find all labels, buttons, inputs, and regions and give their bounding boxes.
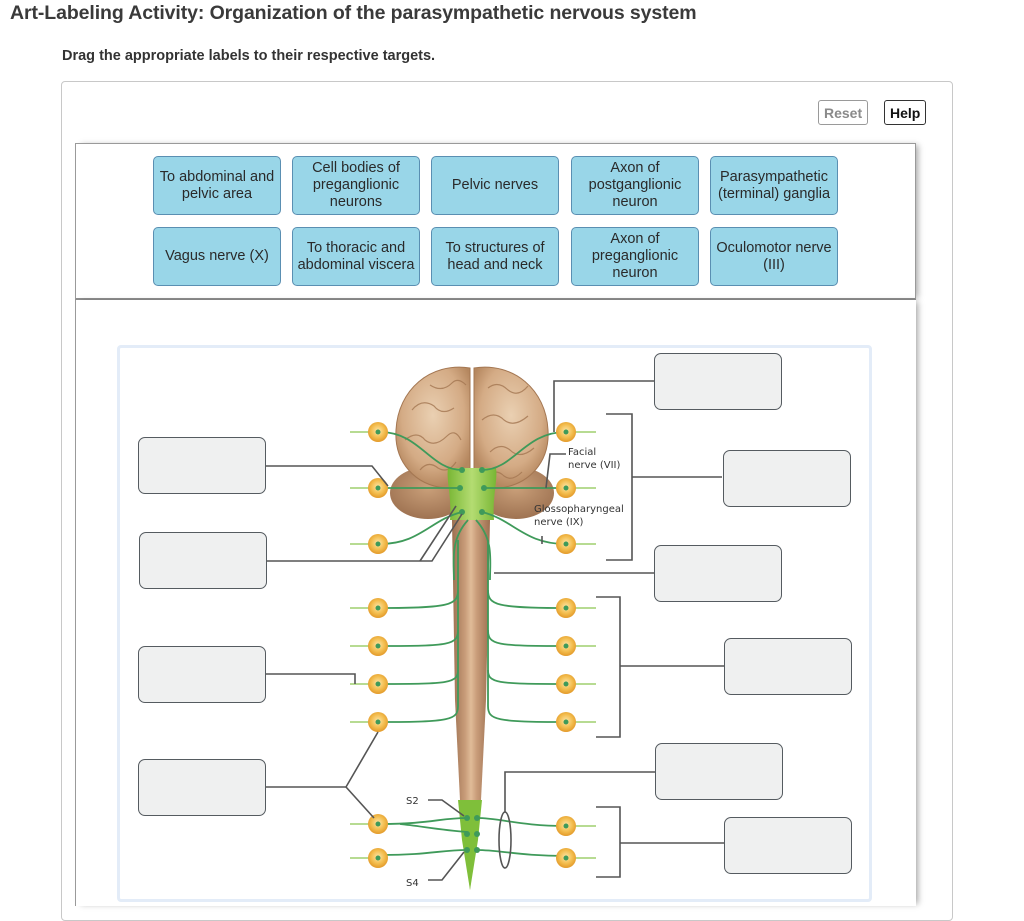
draggable-label[interactable]: Parasympathetic (terminal) ganglia <box>710 156 838 215</box>
drop-target-right-1[interactable] <box>654 353 782 410</box>
draggable-label[interactable]: Axon of postganglionic neuron <box>571 156 699 215</box>
draggable-label[interactable]: Vagus nerve (X) <box>153 227 281 286</box>
draggable-label[interactable]: Pelvic nerves <box>431 156 559 215</box>
page-title: Art-Labeling Activity: Organization of t… <box>10 2 697 24</box>
drop-target-left-3[interactable] <box>138 646 266 703</box>
reset-button[interactable]: Reset <box>818 100 869 125</box>
instructions: Drag the appropriate labels to their res… <box>62 48 436 64</box>
drop-target-right-3[interactable] <box>654 545 782 602</box>
help-button[interactable]: Help <box>884 100 927 125</box>
drop-target-right-5[interactable] <box>655 743 783 800</box>
drop-target-left-4[interactable] <box>138 759 266 816</box>
draggable-label[interactable]: To thoracic and abdominal viscera <box>292 227 420 286</box>
drop-target-right-6[interactable] <box>724 817 852 874</box>
drop-target-left-1[interactable] <box>138 437 266 494</box>
drop-target-right-2[interactable] <box>723 450 851 507</box>
draggable-label[interactable]: Axon of preganglionic neuron <box>571 227 699 286</box>
draggable-label[interactable]: Cell bodies of preganglionic neurons <box>292 156 420 215</box>
draggable-label[interactable]: To abdominal and pelvic area <box>153 156 281 215</box>
drop-target-right-4[interactable] <box>724 638 852 695</box>
draggable-label[interactable]: Oculomotor nerve (III) <box>710 227 838 286</box>
draggable-label[interactable]: To structures of head and neck <box>431 227 559 286</box>
drop-target-left-2[interactable] <box>139 532 267 589</box>
